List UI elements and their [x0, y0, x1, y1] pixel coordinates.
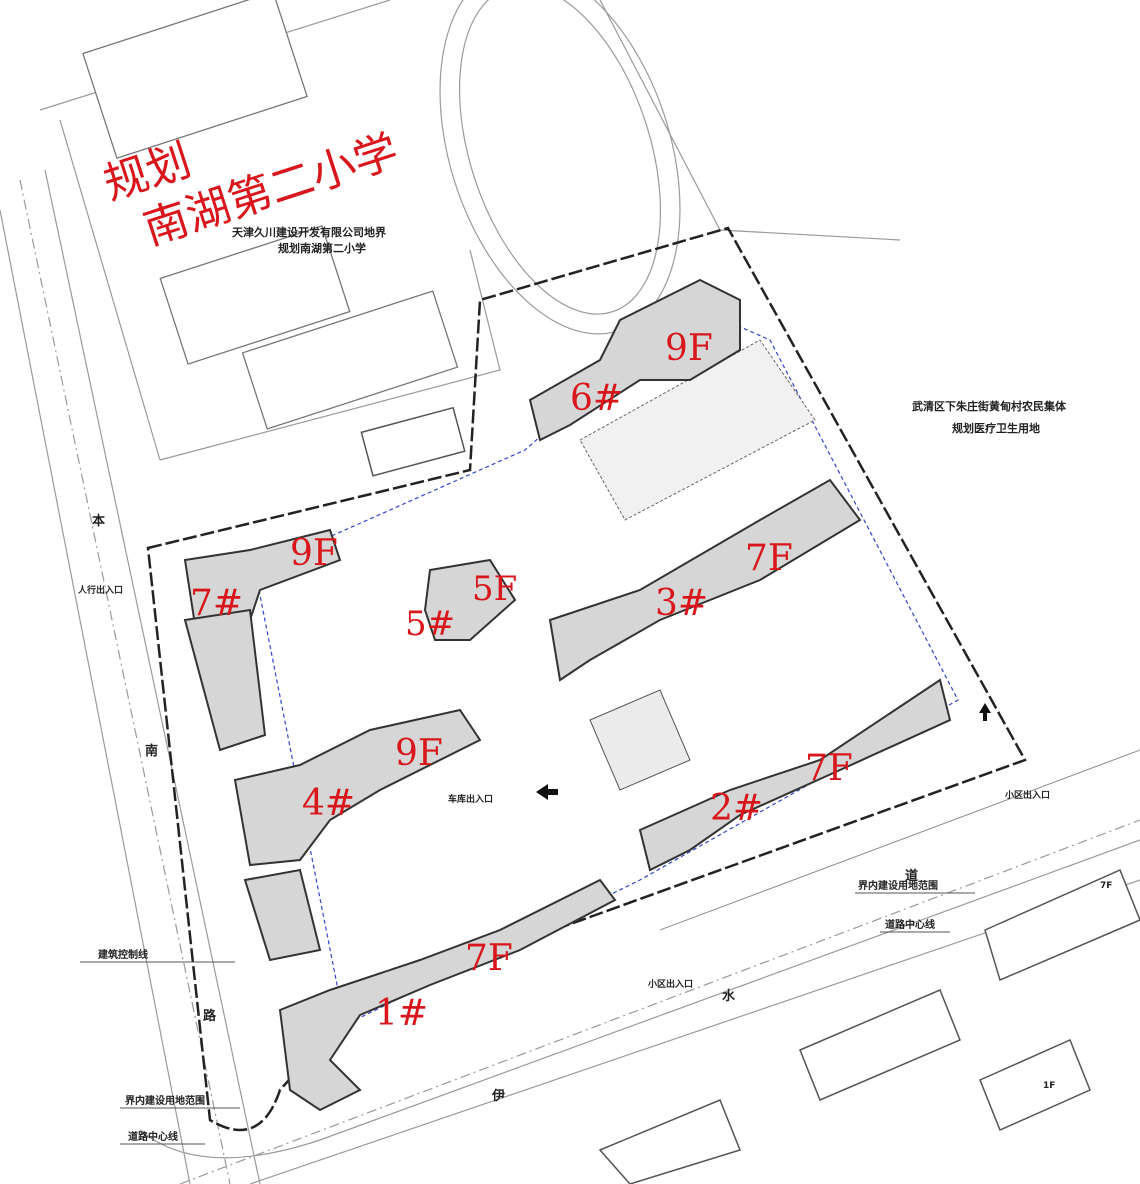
site-boundary-label: 界内建设用地范围	[125, 1094, 205, 1107]
small-building	[360, 406, 466, 477]
road-centerline-label: 道路中心线	[128, 1130, 178, 1143]
south-road-char-1: 伊	[491, 1088, 505, 1104]
south-road-char-2: 水	[722, 988, 736, 1004]
fitness-area	[589, 689, 691, 791]
neighbor-floor-label: 7F	[1100, 881, 1112, 891]
building-7-floors: 9F	[290, 533, 338, 574]
building-4-id: 4#	[302, 783, 355, 824]
west-road-char-1: 本	[92, 513, 105, 529]
entrance-arrow-icon	[536, 784, 558, 800]
road-centerline-label-east: 道路中心线	[885, 918, 935, 931]
site-boundary-label-east: 界内建设用地范围	[858, 879, 938, 892]
road-lines	[0, 169, 1140, 1184]
west-road-char-3: 路	[203, 1008, 217, 1024]
east-parcel-label-2: 规划医疗卫生用地	[952, 421, 1040, 435]
neighbor-floor-label: 1F	[1043, 1081, 1055, 1091]
east-parcel-label: 武清区下朱庄街黄甸村农民集体	[912, 399, 1067, 413]
building-7-id: 7#	[190, 583, 243, 624]
building-5-floors: 5F	[472, 569, 517, 609]
building-3-floors: 7F	[745, 538, 793, 579]
building-2-floors: 7F	[805, 748, 853, 789]
buildings	[183, 278, 952, 1112]
school-boundary-label-2: 规划南湖第二小学	[278, 241, 366, 255]
school-boundary-label: 天津久川建设开发有限公司地界	[232, 225, 386, 239]
building-labels: 6# 9F 7# 9F 5# 5F 3# 7F 4# 9F 2# 7F 1# 7…	[190, 328, 853, 1034]
pedestrian-entrance-label: 人行出入口	[77, 584, 123, 596]
building-3-id: 3#	[655, 583, 708, 624]
south-road-char-3: 道	[905, 868, 918, 884]
building-6-floors: 9F	[665, 328, 713, 369]
garage-entrance-label: 车库出入口	[448, 793, 493, 805]
neighbor-buildings	[598, 868, 1140, 1184]
building-4-floors: 9F	[395, 733, 443, 774]
building-control-line-label: 建筑控制线	[97, 948, 148, 961]
building-1-id: 1#	[375, 993, 428, 1034]
community-entrance-label-east: 小区出入口	[1004, 789, 1050, 801]
building-6-id: 6#	[570, 378, 623, 419]
building-2-id: 2#	[710, 788, 763, 829]
community-entrance-label-south: 小区出入口	[647, 978, 693, 990]
building-5-id: 5#	[405, 604, 455, 644]
building-1-floors: 7F	[465, 938, 513, 979]
site-boundary	[146, 226, 1027, 1132]
entrance-arrow-icon	[979, 703, 991, 721]
west-road-char-2: 南	[145, 743, 158, 759]
